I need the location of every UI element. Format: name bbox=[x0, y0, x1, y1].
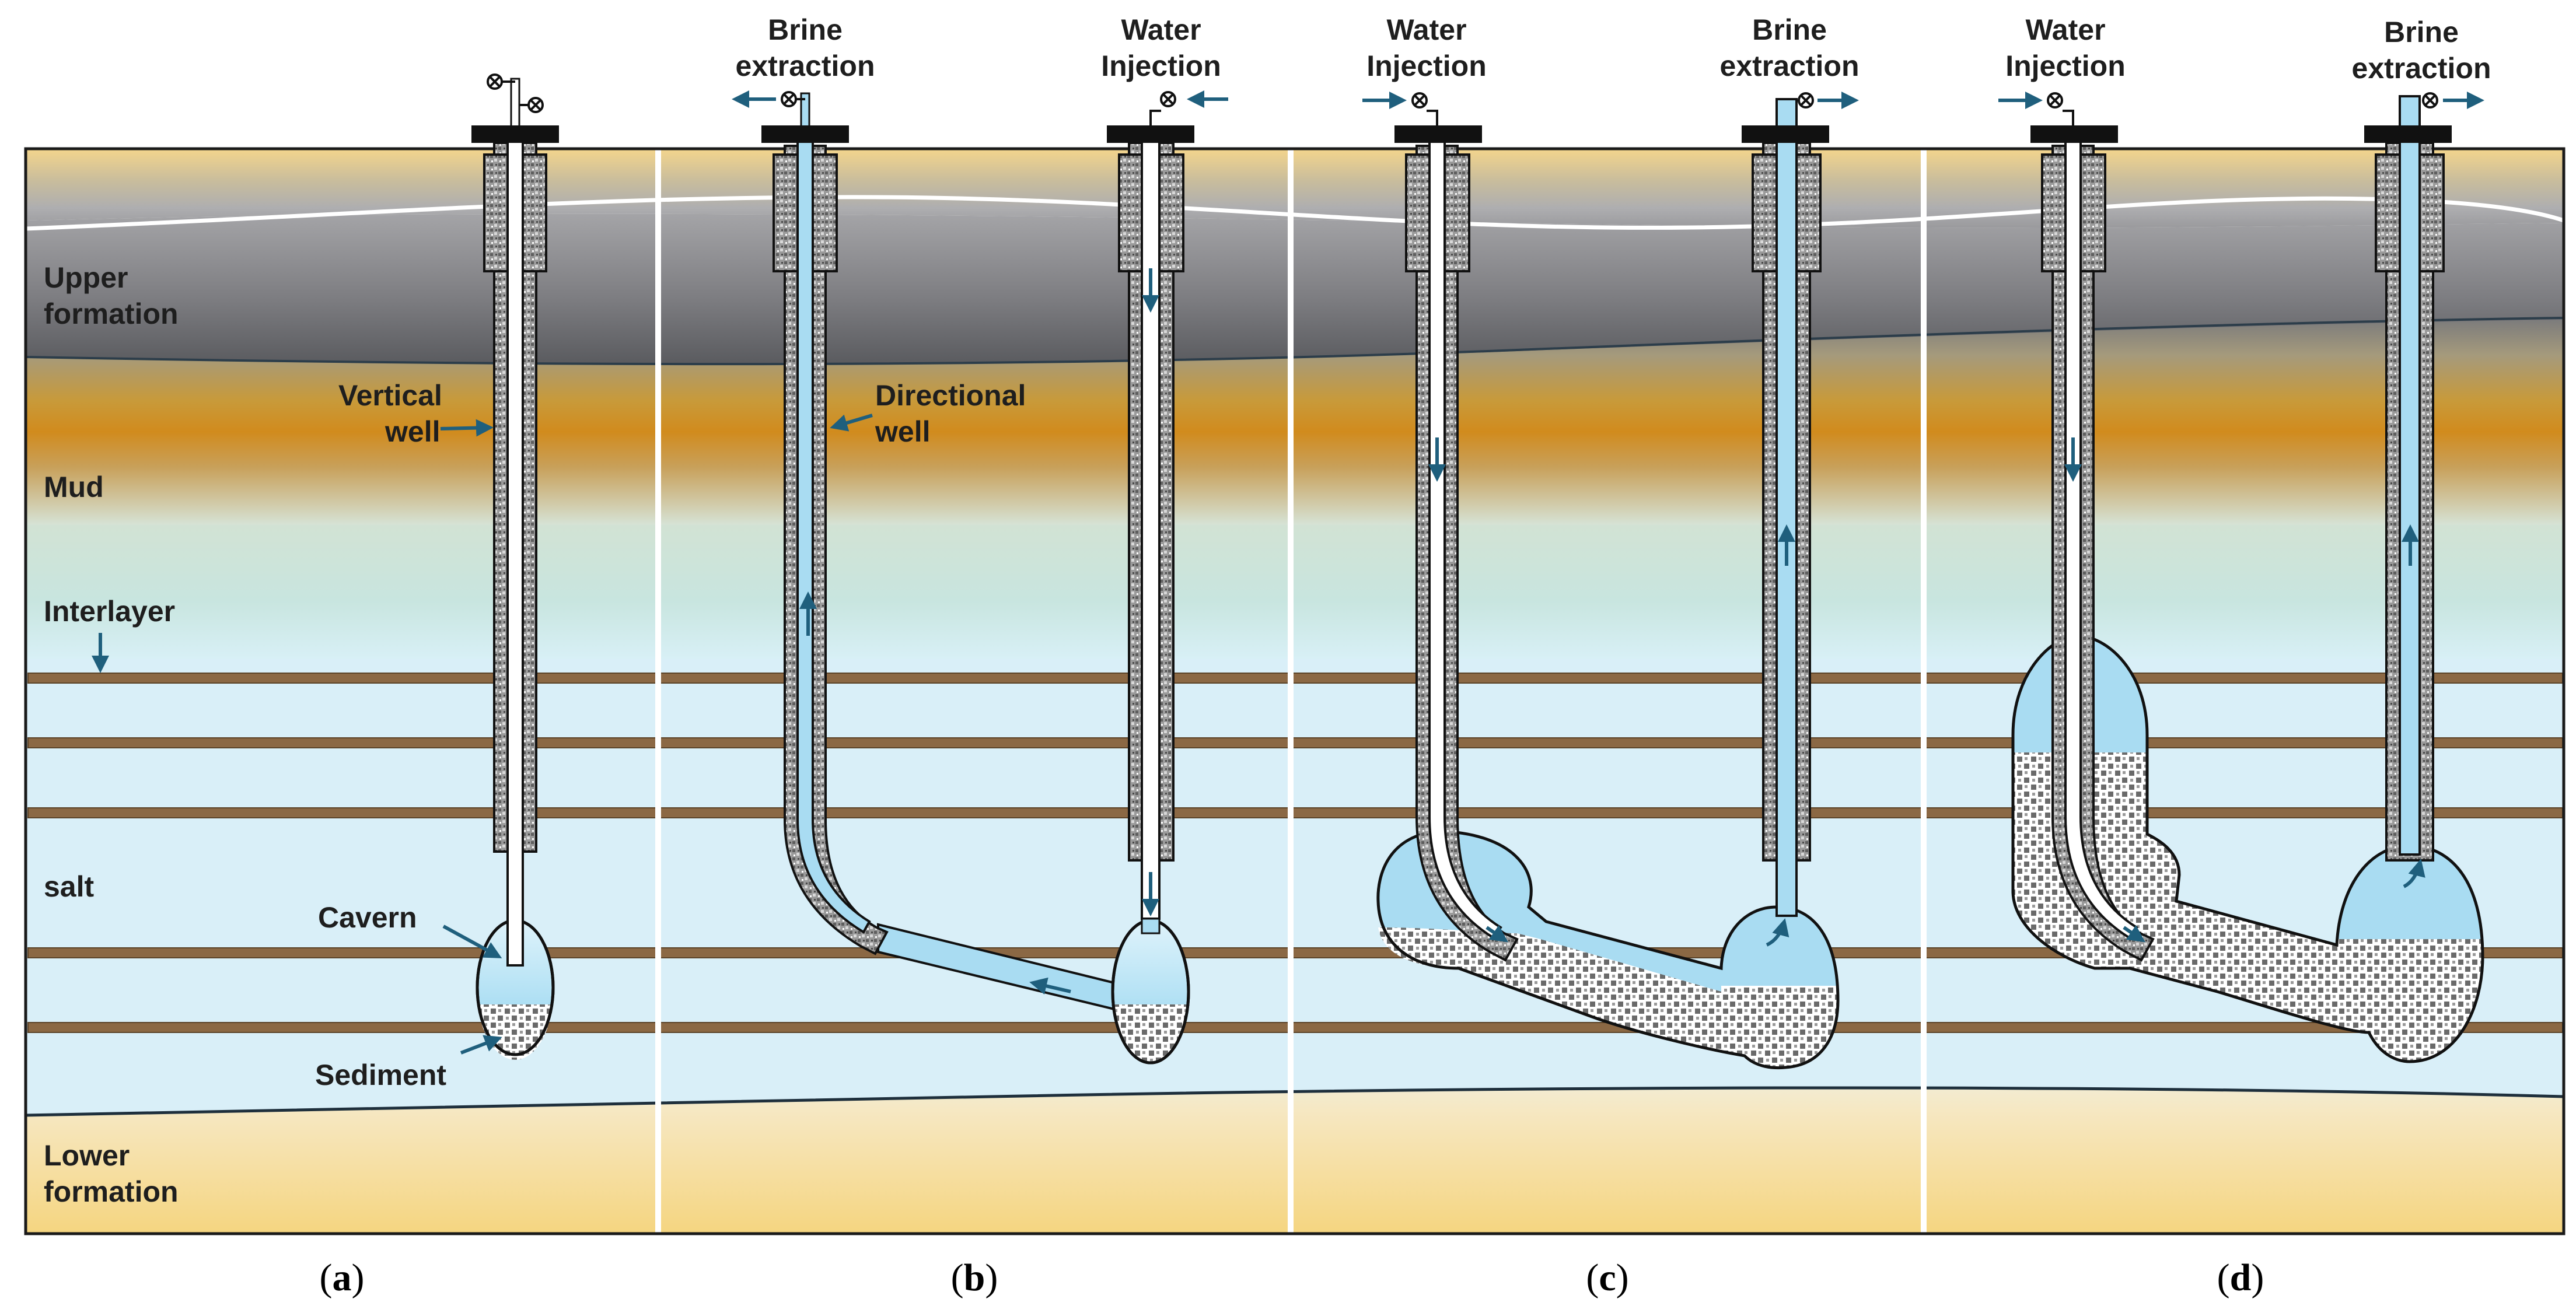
vertical-well-a bbox=[471, 78, 559, 967]
interlayer-label: Interlayer bbox=[44, 595, 175, 628]
valve-icon bbox=[1411, 92, 1438, 131]
arrow-icon bbox=[440, 419, 494, 437]
lower-boundary-line bbox=[25, 1086, 2564, 1117]
valve-icon bbox=[1149, 91, 1176, 131]
interlayer-band bbox=[27, 1022, 2563, 1033]
panel-letters: (a) (b) (c) (d) bbox=[320, 1256, 2264, 1299]
wellhead-valves bbox=[487, 73, 2438, 131]
interlayer-band bbox=[27, 737, 2563, 748]
valve-icon bbox=[781, 91, 805, 107]
panel-dividers bbox=[655, 149, 1927, 1234]
directional-well-b bbox=[761, 92, 889, 955]
diagram-frame bbox=[24, 147, 2565, 1235]
sediment-label: Sediment bbox=[315, 1059, 446, 1091]
panel-label-c: (c) bbox=[1586, 1256, 1628, 1299]
panel-label-a: (a) bbox=[320, 1256, 365, 1299]
extraction-well-c bbox=[1742, 98, 1829, 917]
cavern-c bbox=[1376, 829, 1840, 1070]
valve-icon bbox=[487, 73, 544, 113]
mud-label: Mud bbox=[44, 471, 104, 503]
arrow-icon bbox=[830, 414, 873, 432]
salt-zone bbox=[26, 659, 2564, 1115]
cavern-label: Cavern bbox=[318, 901, 417, 934]
panel-label-d: (d) bbox=[2217, 1256, 2264, 1299]
arrow-icon bbox=[1766, 918, 1789, 947]
valve-icon bbox=[2047, 92, 2074, 131]
flow-arrows bbox=[92, 90, 2484, 1055]
arrow-icon bbox=[442, 925, 502, 958]
arrow-icon bbox=[1486, 925, 1508, 943]
valve-icon bbox=[1798, 92, 1814, 108]
interlayer-bands bbox=[27, 673, 2563, 1033]
arrow-icon bbox=[460, 1035, 502, 1055]
arrow-icon bbox=[1029, 977, 1071, 995]
interlayer-band bbox=[27, 807, 2563, 818]
injection-well-b bbox=[1107, 125, 1194, 934]
arrow-icon bbox=[2403, 859, 2425, 888]
arrow-icon bbox=[2123, 925, 2145, 943]
geology bbox=[24, 147, 2565, 1235]
interlayer-zone bbox=[26, 513, 2564, 659]
injection-well-c bbox=[1394, 125, 1519, 962]
valve-icon bbox=[2422, 92, 2438, 108]
panel-label-b: (b) bbox=[951, 1256, 998, 1299]
interlayer-band bbox=[27, 673, 2563, 684]
salt-label: salt bbox=[44, 870, 95, 903]
